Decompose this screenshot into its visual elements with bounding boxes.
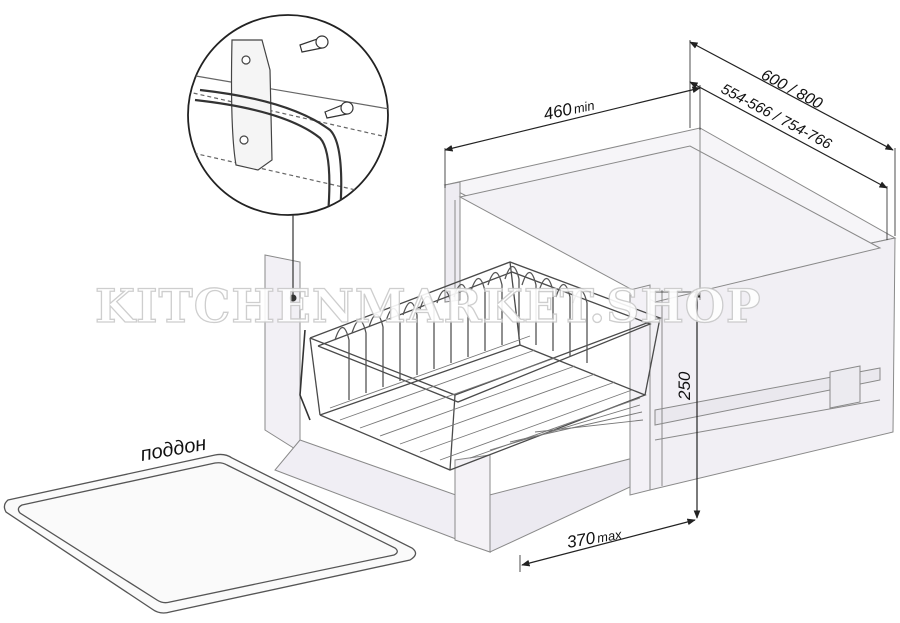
screw-icon <box>299 35 354 119</box>
basket-grid <box>329 335 644 461</box>
label-drawer-depth: 370max <box>565 524 623 552</box>
drawer-front <box>264 254 651 553</box>
watermark: KITCHENMARKET.SHOP <box>95 279 761 333</box>
plate-rack <box>334 265 588 400</box>
label-height: 250 <box>675 371 694 401</box>
tray <box>3 453 417 614</box>
label-width-inner: 554-566 / 754-766 <box>718 81 835 154</box>
dimensions <box>444 40 896 572</box>
label-depth: 460min <box>542 95 596 124</box>
dish-basket <box>299 261 662 471</box>
cabinet-inner-back <box>458 145 882 303</box>
cabinet-left-panel <box>444 181 461 303</box>
detail-callout <box>187 14 389 302</box>
basket-handle <box>299 329 311 421</box>
cabinet <box>443 127 897 491</box>
runner-right <box>654 367 881 426</box>
